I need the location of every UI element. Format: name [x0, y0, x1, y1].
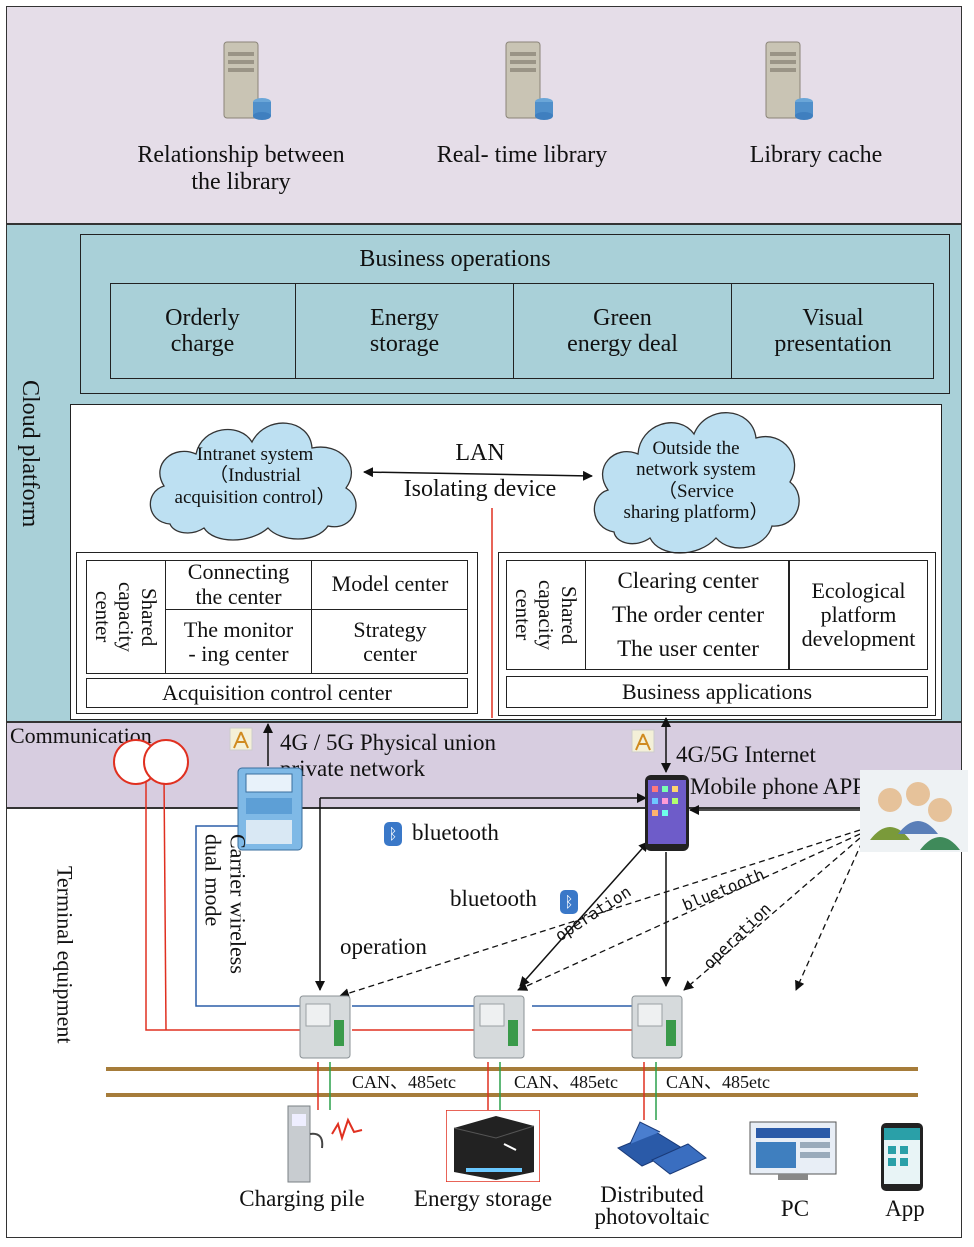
bluetooth-label-2: bluetooth — [450, 886, 537, 911]
photovoltaic-icon — [617, 1121, 707, 1175]
acquisition-control-center — [76, 552, 478, 714]
smart-meter-icon — [237, 767, 303, 851]
intranet-cloud-icon — [149, 422, 357, 541]
pc-icon — [749, 1121, 837, 1180]
biz-shared-capacity-center: Shared capacity center — [506, 560, 586, 670]
communication-layer — [6, 722, 962, 808]
server-icon — [505, 41, 553, 120]
server-label-cache: Library cache — [749, 142, 883, 168]
biz-ecological-platform: Ecological platform development — [801, 577, 916, 652]
server-icon — [223, 41, 271, 120]
biz-clearing-center: Clearing center — [617, 568, 759, 593]
server-label-relationship: Relationship between the library — [137, 142, 345, 195]
device-label-app: App — [885, 1196, 925, 1221]
charging-pile-icon — [287, 1105, 363, 1183]
biz-order-center: The order center — [612, 602, 764, 627]
intranet-cloud-label: Intranet system （Industrial acquisition … — [174, 444, 336, 508]
acq-model-center: Model center — [312, 560, 468, 610]
can-label-2: CAN、485etc — [514, 1072, 618, 1093]
users-group-icon — [860, 770, 968, 852]
device-label-charging-pile: Charging pile — [239, 1186, 365, 1211]
antenna-icon — [229, 727, 253, 751]
controller-icon — [473, 995, 525, 1059]
acquisition-control-title: Acquisition control center — [86, 678, 468, 708]
internet-label: 4G/5G Internet — [676, 742, 816, 767]
business-operations-panel — [80, 234, 950, 394]
item-orderly-charge: Orderly charge — [110, 283, 296, 379]
cloud-platform-label: Cloud platform — [16, 380, 43, 528]
acq-shared-capacity-center: Shared capacity center — [86, 560, 166, 674]
device-label-energy-storage: Energy storage — [413, 1186, 553, 1211]
lan-label: LAN — [455, 440, 505, 466]
device-label-photovoltaic: Distributed photovoltaic — [594, 1182, 710, 1229]
terminal-layer — [6, 808, 962, 1238]
business-operations-row — [110, 283, 934, 379]
private-network-label: 4G / 5G Physical union private network — [280, 730, 496, 781]
acquisition-grid — [86, 560, 468, 674]
server-label-realtime: Real- time library — [436, 142, 608, 168]
carrier-wireless-label: Carrier wireless dual mode — [200, 834, 251, 974]
business-applications-title: Business applications — [506, 676, 928, 708]
item-energy-storage: Energy storage — [296, 283, 514, 379]
controller-icon — [299, 995, 351, 1059]
antenna-icon — [631, 729, 655, 753]
acq-monitoring-center: The monitor - ing center — [166, 610, 312, 674]
bluetooth-icon: ᛒ — [560, 890, 578, 914]
acq-connecting-center: Connecting the center — [166, 560, 312, 610]
outside-cloud-icon — [593, 412, 800, 554]
energy-storage-icon — [446, 1110, 540, 1182]
controller-icon — [631, 995, 683, 1059]
server-icon — [765, 41, 813, 120]
mobile-phone-icon — [645, 775, 689, 851]
item-green-energy-deal: Green energy deal — [514, 283, 732, 379]
business-grid — [506, 560, 928, 670]
can-label-3: CAN、485etc — [666, 1072, 770, 1093]
mobile-app-label: Mobile phone APP — [690, 774, 866, 799]
acq-strategy-center: Strategy center — [353, 616, 427, 666]
business-operations-title: Business operations — [359, 246, 551, 272]
business-applications — [498, 552, 936, 716]
bluetooth-label-1: bluetooth — [412, 820, 499, 845]
bluetooth-icon: ᛒ — [384, 822, 402, 846]
app-phone-icon — [881, 1123, 923, 1191]
outside-cloud-label: Outside the network system （Service shar… — [623, 438, 769, 523]
device-label-pc: PC — [780, 1196, 810, 1221]
operation-label: operation — [340, 934, 427, 959]
biz-user-center: The user center — [617, 636, 759, 661]
item-visual-presentation: Visual presentation — [774, 304, 892, 357]
can-label-1: CAN、485etc — [352, 1072, 456, 1093]
terminal-equipment-label: Terminal equipment — [52, 866, 78, 1044]
